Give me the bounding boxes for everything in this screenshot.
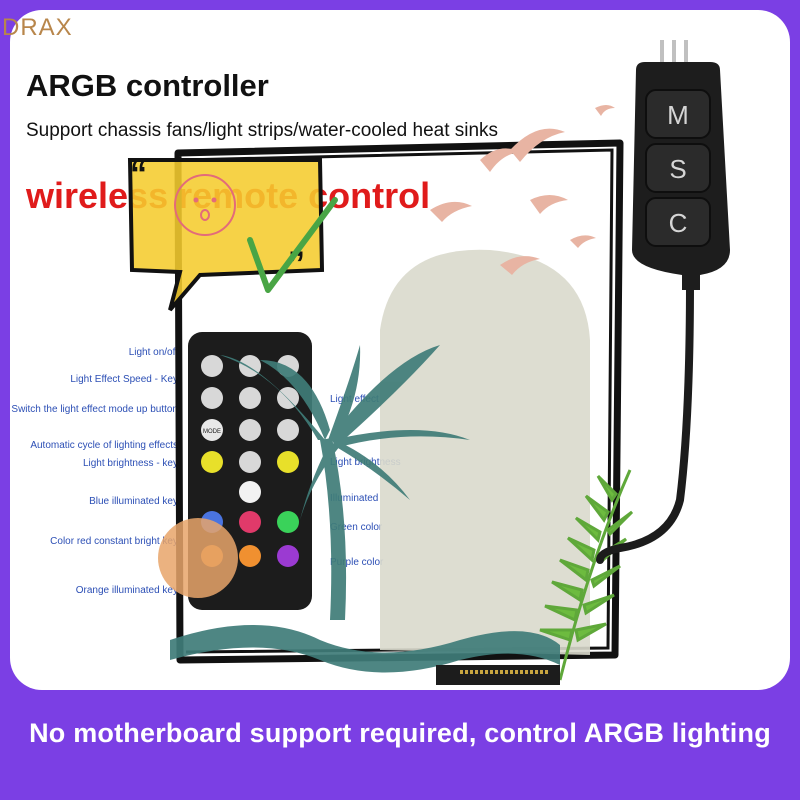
label-blue-key: Blue illuminated key (89, 496, 178, 507)
label-brightness-minus: Light brightness - key (82, 458, 178, 469)
footer-caption: No motherboard support required, control… (29, 718, 771, 748)
label-speed-key: Light Effect Speed - Key (70, 374, 178, 385)
brand-logo: DRAX (2, 14, 73, 41)
label-orange-key: Orange illuminated key (75, 585, 178, 596)
label-red-key: Color red constant bright key (50, 536, 178, 547)
product-title: ARGB controller (26, 68, 269, 103)
label-light-effect-right: Light effect (330, 394, 379, 405)
label-green-right: Green color (330, 522, 383, 533)
label-illuminated-right: Illuminated (330, 493, 379, 504)
product-subtitle: Support chassis fans/light strips/water-… (26, 120, 499, 141)
label-light-on-off: Light on/off (128, 347, 178, 358)
headline-wireless-remote: wireless remote control (26, 175, 431, 216)
label-brightness-right: Light brightness (330, 457, 401, 468)
label-auto-cycle: Automatic cycle of lighting effects (30, 440, 178, 451)
label-mode-up: Switch the light effect mode up button (11, 404, 178, 415)
label-purple-right: Purple color (330, 557, 384, 568)
